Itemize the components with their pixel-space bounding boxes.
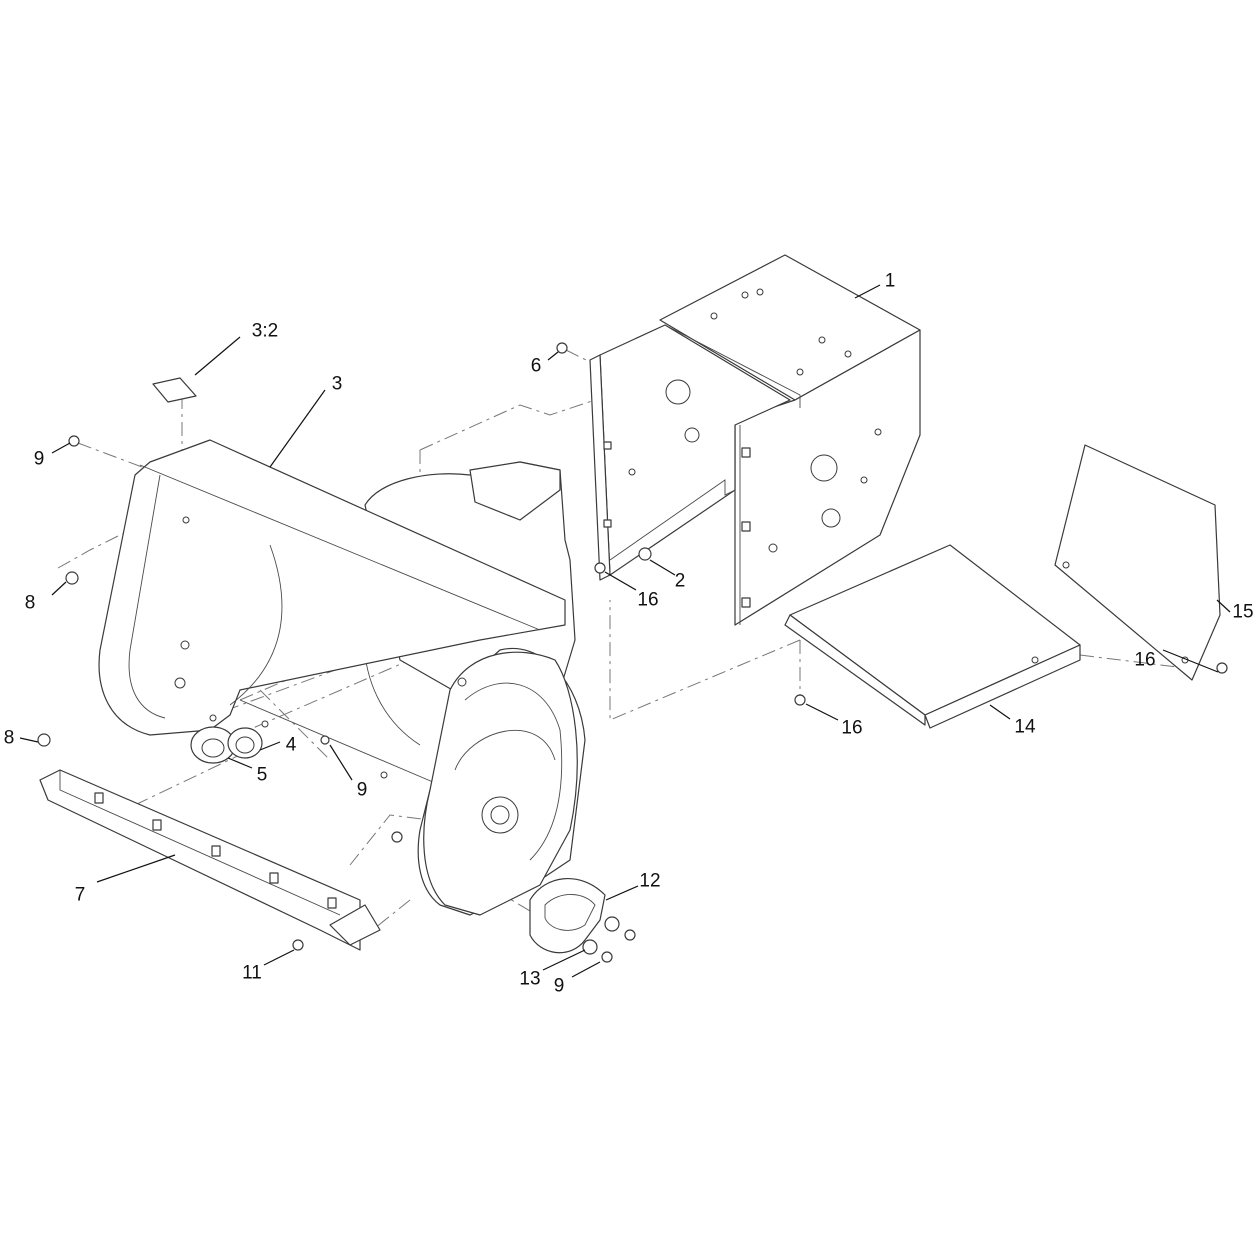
skid-shoe-part-12 <box>529 878 606 954</box>
frame-part-1 <box>589 254 921 626</box>
callout-c4: 4 <box>286 735 297 756</box>
callout-c6: 6 <box>531 356 542 377</box>
hardware <box>37 342 1228 963</box>
callout-c7: 7 <box>75 885 86 906</box>
callout-c2: 2 <box>675 571 686 592</box>
callout-c3-2: 3:2 <box>252 321 278 342</box>
callout-c5: 5 <box>257 765 268 786</box>
callout-c9a: 9 <box>34 449 45 470</box>
callout-c1: 1 <box>885 271 896 292</box>
leader-lines <box>19 284 1231 978</box>
callout-c16b: 16 <box>841 718 862 739</box>
callout-c13: 13 <box>519 969 540 990</box>
callout-c9b: 9 <box>357 780 368 801</box>
scraper-bar-part-7 <box>39 769 381 951</box>
callout-c3: 3 <box>332 374 343 395</box>
decal-part-3-2 <box>152 377 197 403</box>
callout-c12: 12 <box>639 871 660 892</box>
callout-c16c: 16 <box>1134 650 1155 671</box>
callout-c11: 11 <box>242 963 262 984</box>
callout-c8a: 8 <box>25 593 36 614</box>
callout-c15: 15 <box>1232 602 1253 623</box>
callout-c16a: 16 <box>637 590 658 611</box>
bottom-panel-part-14 <box>784 544 1081 729</box>
callout-c14: 14 <box>1014 717 1036 738</box>
callout-c8b: 8 <box>4 728 15 749</box>
callout-c9c: 9 <box>554 976 565 997</box>
housing-part-3 <box>98 439 586 916</box>
